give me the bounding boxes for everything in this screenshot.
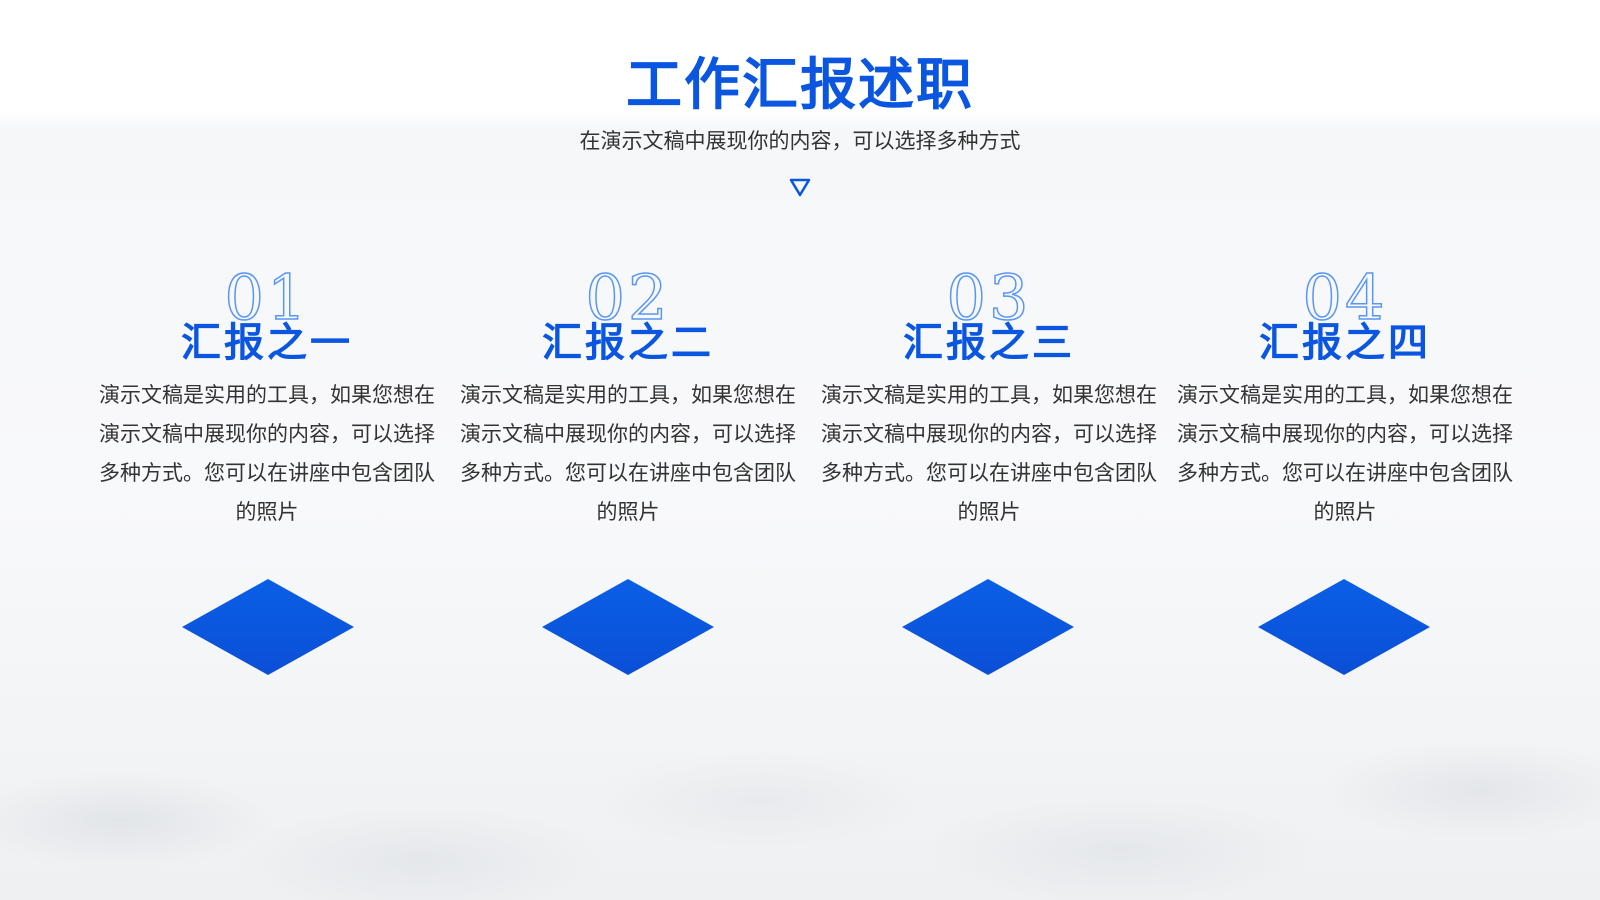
item-number: 03 (946, 261, 1032, 335)
page-title: 工作汇报述职 (626, 52, 974, 118)
item-number: 01 (224, 261, 310, 335)
item-description: 演示文稿是实用的工具，如果您想在演示文稿中展现你的内容，可以选择多种方式。您可以… (460, 383, 796, 524)
cube-pillar-icon (900, 579, 1076, 900)
item-description: 演示文稿是实用的工具，如果您想在演示文稿中展现你的内容，可以选择多种方式。您可以… (99, 383, 435, 524)
item-number: 02 (585, 261, 671, 335)
item-title: 汇报之四 (1259, 319, 1431, 366)
cube-pillar-icon (540, 579, 716, 900)
item-title: 汇报之二 (542, 319, 714, 366)
triangle-down-icon (789, 178, 811, 197)
item-title: 汇报之一 (181, 319, 353, 366)
page-subtitle: 在演示文稿中展现你的内容，可以选择多种方式 (579, 129, 1021, 153)
cube-pillar-icon (180, 579, 356, 900)
item-number: 04 (1302, 261, 1388, 335)
cube-pillar-icon (1256, 579, 1432, 900)
item-description: 演示文稿是实用的工具，如果您想在演示文稿中展现你的内容，可以选择多种方式。您可以… (821, 383, 1157, 524)
item-description: 演示文稿是实用的工具，如果您想在演示文稿中展现你的内容，可以选择多种方式。您可以… (1177, 383, 1513, 524)
item-title: 汇报之三 (903, 319, 1075, 366)
